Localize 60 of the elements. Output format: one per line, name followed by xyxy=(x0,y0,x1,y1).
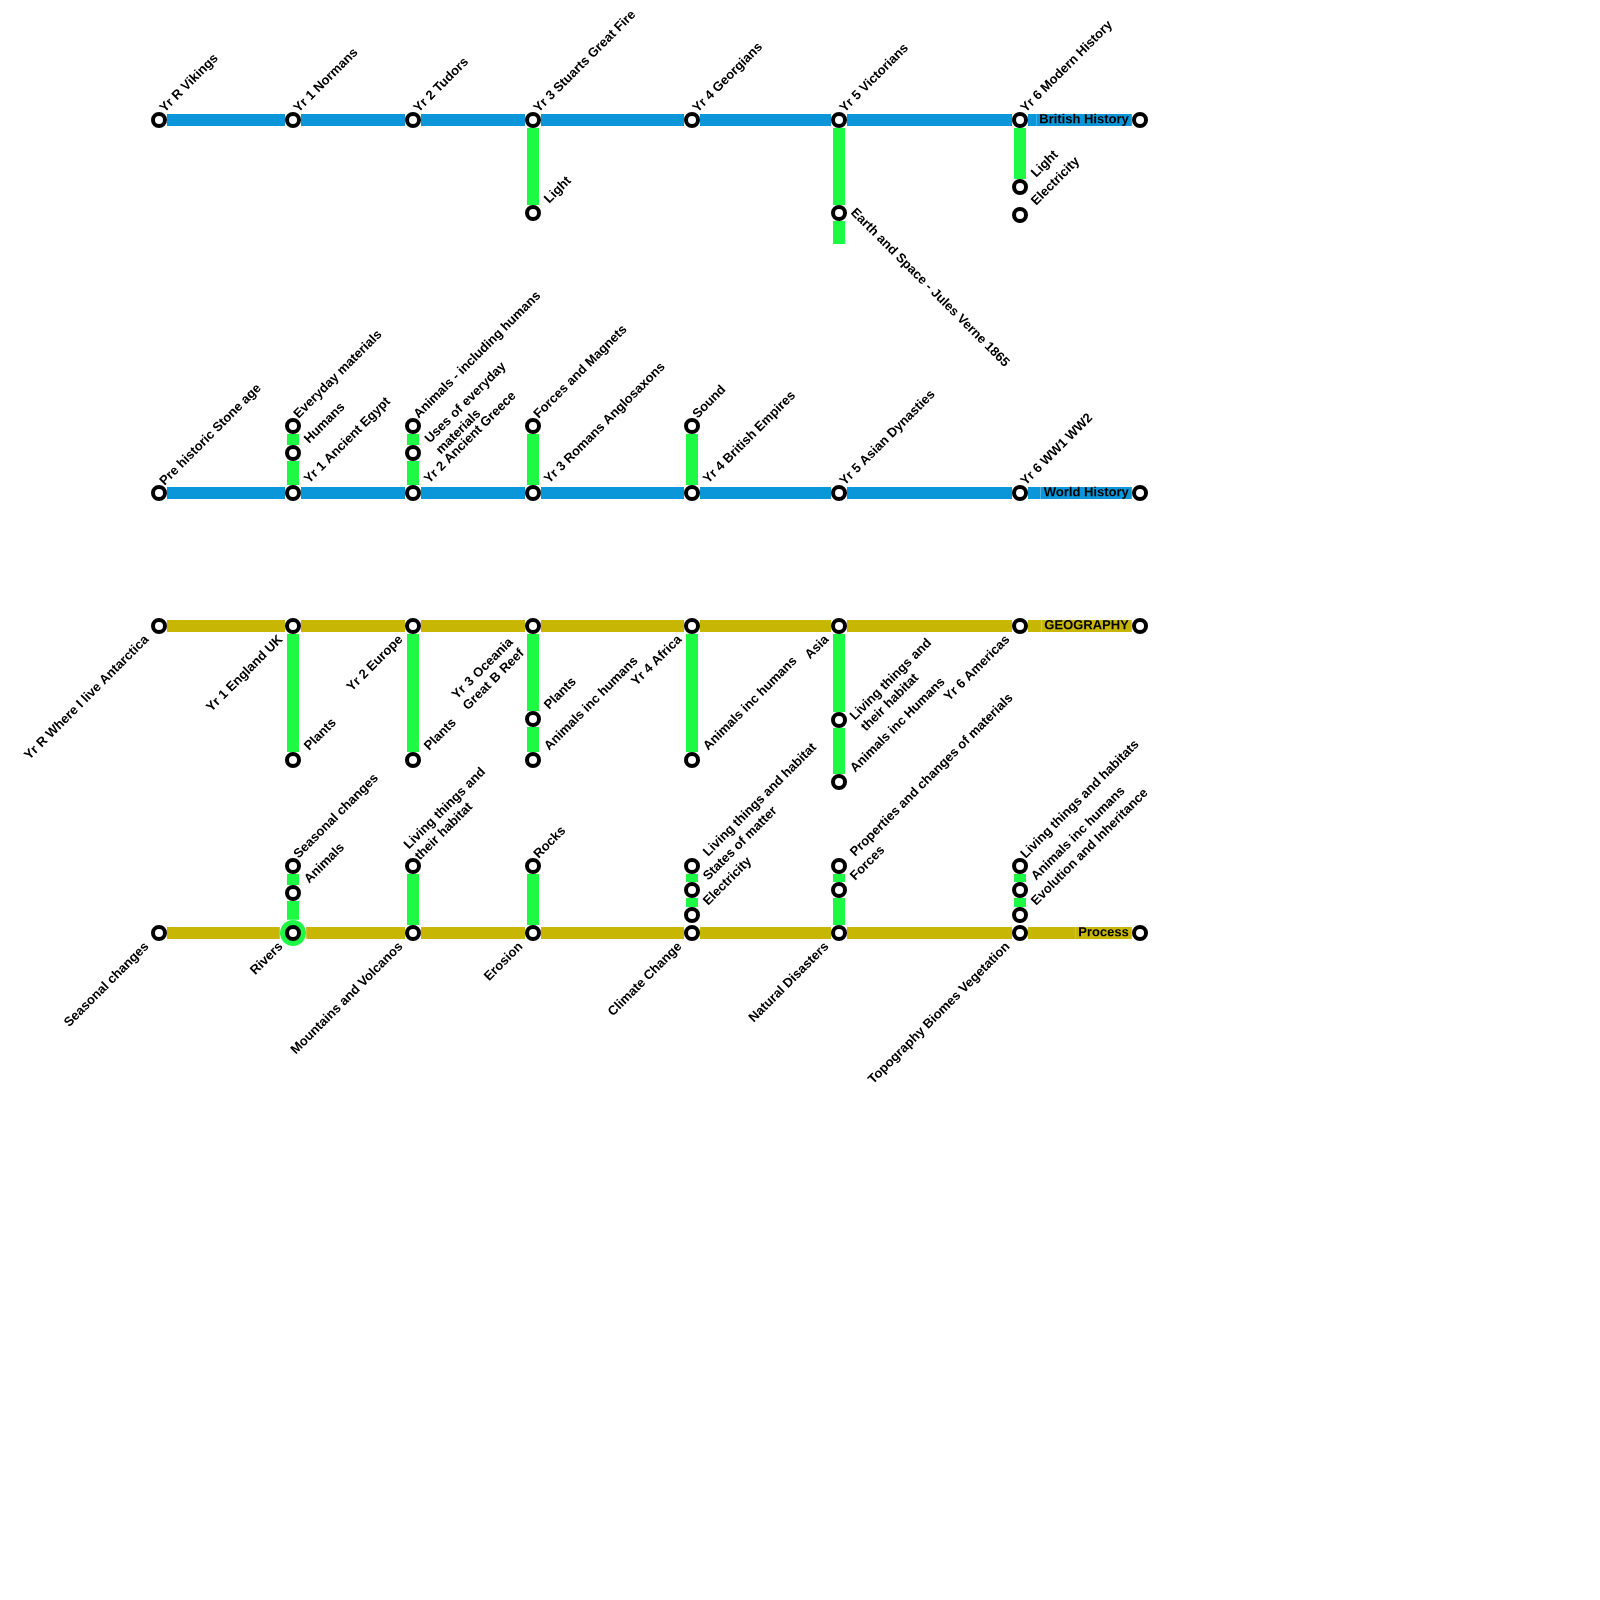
line-label: World History xyxy=(1040,486,1132,499)
route-line xyxy=(686,874,698,882)
route-line xyxy=(527,434,539,485)
route-line xyxy=(287,874,299,885)
route-line xyxy=(541,487,684,499)
route-line xyxy=(847,927,1012,939)
route-line xyxy=(541,927,684,939)
route-line xyxy=(847,487,1012,499)
route-line xyxy=(686,898,698,907)
route-line xyxy=(833,221,845,244)
route-line xyxy=(167,620,285,632)
route-line xyxy=(1014,128,1026,179)
route-line xyxy=(541,114,684,126)
route-line xyxy=(527,727,539,752)
line-label: British History xyxy=(1036,113,1132,126)
route-line xyxy=(167,927,280,939)
route-line xyxy=(287,634,299,752)
route-line xyxy=(301,487,405,499)
route-line xyxy=(407,634,419,752)
route-line xyxy=(700,927,831,939)
route-line xyxy=(421,114,525,126)
route-line xyxy=(407,434,419,445)
route-line xyxy=(167,114,285,126)
route-line xyxy=(700,114,831,126)
route-line xyxy=(686,434,698,485)
route-line xyxy=(700,620,831,632)
route-line xyxy=(1028,620,1042,632)
route-line xyxy=(833,898,845,925)
route-line xyxy=(421,927,525,939)
route-line xyxy=(287,901,299,920)
route-line xyxy=(1028,114,1037,126)
route-line xyxy=(686,634,698,752)
route-line xyxy=(1014,898,1026,907)
route-line xyxy=(833,634,845,712)
route-line xyxy=(833,728,845,774)
line-label: GEOGRAPHY xyxy=(1041,620,1132,632)
route-line xyxy=(407,874,419,925)
route-line xyxy=(847,114,1012,126)
route-line xyxy=(301,620,405,632)
route-line xyxy=(167,487,285,499)
route-line xyxy=(700,487,831,499)
route-line xyxy=(847,620,1012,632)
route-line xyxy=(287,434,299,445)
route-line xyxy=(287,461,299,485)
route-line xyxy=(421,620,525,632)
route-line xyxy=(1014,874,1026,882)
line-label: Process xyxy=(1075,927,1132,939)
route-line xyxy=(527,634,539,711)
route-line xyxy=(527,874,539,925)
route-line xyxy=(1028,927,1076,939)
route-line xyxy=(527,128,539,205)
route-line xyxy=(541,620,684,632)
route-line xyxy=(421,487,525,499)
route-line xyxy=(1028,487,1041,499)
node-label: Process xyxy=(1079,927,1129,937)
route-line xyxy=(833,128,845,205)
route-line xyxy=(306,927,405,939)
route-line xyxy=(833,874,845,882)
route-line xyxy=(301,114,405,126)
route-line xyxy=(407,461,419,485)
